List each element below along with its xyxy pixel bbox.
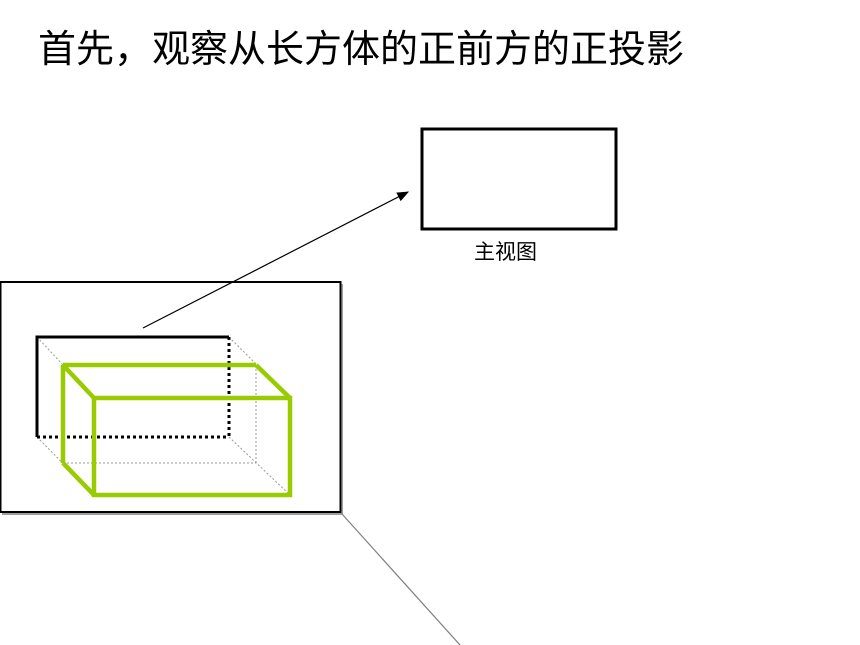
hidden-edges — [36, 336, 291, 496]
pointer-line — [341, 513, 461, 645]
cuboid — [60, 362, 293, 498]
slide-title: 首先，观察从长方体的正前方的正投影 — [38, 27, 685, 71]
projected-face-solid-edge — [35, 335, 229, 437]
projection-arrow — [142, 191, 410, 329]
cuboid-front-face — [91, 395, 293, 498]
box-panel-frame — [0, 281, 342, 513]
front-view-label: 主视图 — [474, 240, 537, 264]
cuboid-bottom-left-edge — [61, 461, 96, 497]
cuboid-top-right-edge — [254, 363, 292, 400]
front-view-rectangle — [420, 127, 618, 231]
cuboid-top-left-edge — [61, 363, 96, 400]
